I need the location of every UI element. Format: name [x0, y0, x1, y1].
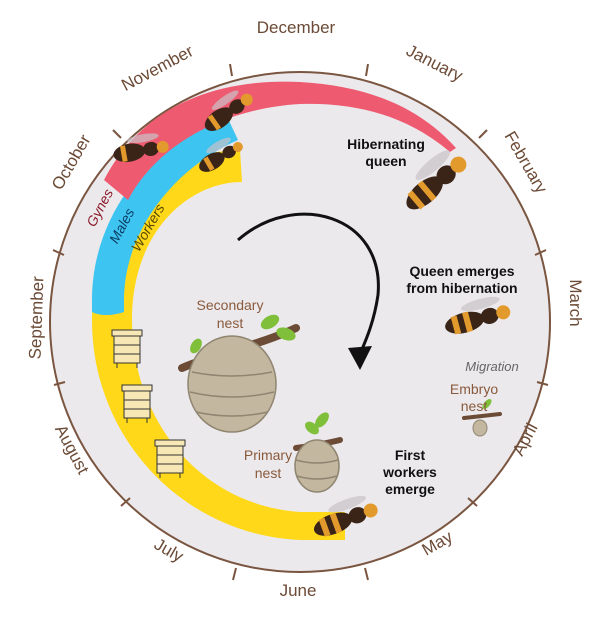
month-december: December: [257, 18, 336, 37]
month-ticks: [52, 63, 549, 581]
month-november: November: [118, 41, 196, 95]
month-october: October: [48, 131, 95, 193]
secondary-nest-icon: [178, 314, 300, 433]
cycle-arrow: [237, 212, 380, 355]
primary-nest-label-2: nest: [255, 465, 282, 481]
hornet-icon: [113, 133, 169, 163]
beehive-icon: [121, 384, 153, 423]
hibernating-label-2: queen: [365, 153, 406, 169]
first-workers-label: First: [395, 447, 426, 463]
primary-nest-icon: [293, 412, 343, 493]
month-june: June: [280, 581, 317, 600]
month-september: September: [26, 276, 48, 360]
month-march: March: [566, 279, 585, 326]
embryo-nest-label: Embryo: [450, 381, 498, 397]
hornet-icon: [199, 137, 243, 172]
hornet-icon: [204, 90, 253, 131]
migration-label: Migration: [465, 359, 518, 374]
month-january: January: [403, 41, 466, 86]
secondary-nest-label-2: nest: [217, 315, 244, 331]
first-workers-label-2: workers: [382, 464, 437, 480]
hibernating-label: Hibernating: [347, 136, 425, 152]
hornet-icon: [313, 495, 378, 537]
males-band: [92, 112, 238, 315]
embryo-nest-icon: [462, 399, 502, 437]
hornet-icon: [406, 150, 467, 210]
primary-nest-label: Primary: [244, 447, 292, 463]
cycle-arrowhead: [348, 346, 372, 370]
first-workers-label-3: emerge: [385, 481, 435, 497]
secondary-nest-label: Secondary: [197, 297, 264, 313]
beehive-icon: [154, 439, 186, 478]
queen-emerges-label-2: from hibernation: [406, 280, 517, 296]
embryo-nest-label-2: nest: [461, 398, 488, 414]
beehive-icon: [111, 329, 143, 368]
gynes-band: [104, 81, 456, 200]
hornet-icon: [445, 296, 511, 335]
queen-emerges-label: Queen emerges: [409, 263, 514, 279]
